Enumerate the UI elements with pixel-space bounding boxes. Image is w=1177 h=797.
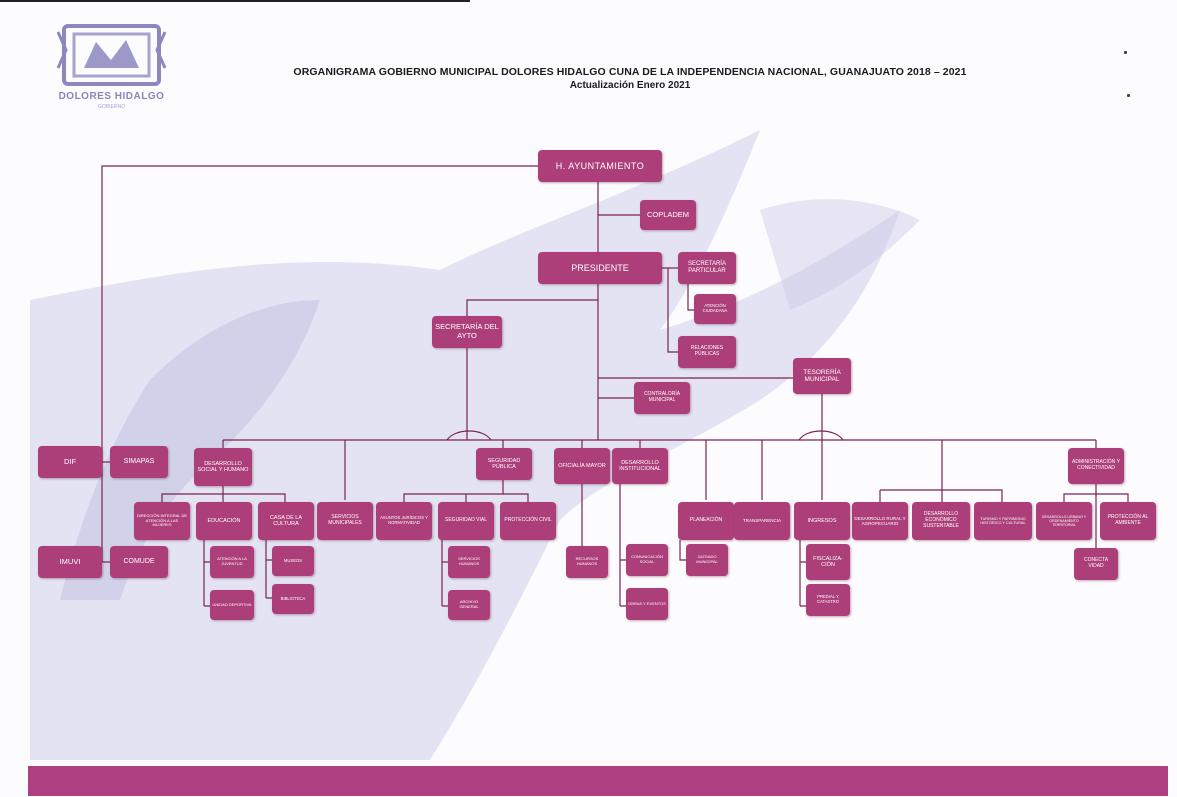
desarrollo-institucional-node: DESARROLLO INSTITUCIONAL (612, 448, 668, 484)
museos-node: MUSEOS (272, 546, 314, 576)
seguridad-vial-node: SEGURIDAD VIAL (438, 502, 494, 540)
conectividad-vial-node: CONECTA VIDAD (1074, 548, 1118, 580)
proteccion-civil-node: PROTECCIÓN CIVIL (500, 502, 556, 540)
obras-eventos-node: OBRAS Y EVENTOS (626, 588, 668, 620)
unidad-deportiva-node: UNIDAD DEPORTIVA (210, 590, 254, 620)
casa-cultura-node: CASA DE LA CULTURA (258, 502, 314, 540)
simapas-node: SIMAPAS (110, 446, 168, 478)
biblioteca-node: BIBLIOTECA (272, 584, 314, 614)
imuvi-node: IMUVI (38, 546, 102, 578)
chart-title: ORGANIGRAMA GOBIERNO MUNICIPAL DOLORES H… (293, 66, 967, 78)
desarrollo-urbano-node: DESARROLLO URBANO Y ORDENAMIENTO TERRITO… (1036, 502, 1092, 540)
seguridad-publica-node: SEGURIDAD PÚBLICA (476, 448, 532, 480)
tesoreria-node: TESORERÍA MUNICIPAL (793, 358, 851, 394)
ayuntamiento-node: H. AYUNTAMIENTO (538, 150, 662, 182)
atencion-juventud-node: ATENCIÓN A LA JUVENTUD (210, 546, 254, 578)
administracion-node: ADMINISTRACIÓN Y CONECTIVIDAD (1068, 448, 1124, 484)
dif-node: DIF (38, 446, 102, 478)
presidente-node: PRESIDENTE (538, 252, 662, 284)
atencion-ciudadana-node: ATENCIÓN CIUDADANA (694, 294, 736, 324)
recursos-humanos-node: RECURSOS HUMANOS (566, 546, 608, 578)
archivo-general-node: ARCHIVO GENERAL (448, 590, 490, 620)
educacion-node: EDUCACIÓN (196, 502, 252, 540)
municipal-seal-icon (56, 24, 167, 86)
desarrollo-social-node: DESARROLLO SOCIAL Y HUMANO (194, 448, 252, 486)
top-rule (0, 0, 470, 2)
scan-mark (1124, 51, 1127, 54)
planeacion-node: PLANEACIÓN (678, 502, 734, 540)
oficialia-mayor-node: OFICIALÍA MAYOR (554, 448, 610, 484)
desarrollo-rural-node: DESARROLLO RURAL Y AGROPECUARIO (852, 502, 908, 540)
ingresos-node: INGRESOS (794, 502, 850, 540)
servicios-humanos-node: SERVICIOS HUMANOS (448, 546, 490, 578)
proteccion-ambiente-node: PROTECCIÓN AL AMBIENTE (1100, 502, 1156, 540)
asuntos-juridicos-node: ASUNTOS JURÍDICOS Y NORMATIVIDAD (376, 502, 432, 540)
logo-subtext: GOBIERNO (98, 104, 125, 110)
fiscalizacion-node: FISCALIZA-CIÓN (806, 544, 850, 580)
desarrollo-economico-node: DESARROLLO ECONÓMICO SUSTENTABLE (912, 502, 970, 540)
secretaria-particular-node: SECRETARÍA PARTICULAR (678, 252, 736, 284)
juzgado-node: JUZGADO MUNICIPAL (686, 544, 728, 576)
direccion-mujer-node: DIRECCIÓN INTEGRAL DE ATENCIÓN A LAS MUJ… (134, 502, 190, 540)
comunicacion-social-node: COMUNICACIÓN SOCIAL (626, 544, 668, 576)
logo-text: DOLORES HIDALGO (58, 91, 165, 102)
secretaria-ayuntamiento-node: SECRETARÍA DEL AYTO (432, 316, 502, 348)
chart-subtitle: Actualización Enero 2021 (569, 80, 691, 91)
relaciones-publicas-node: RELACIONES PÚBLICAS (678, 336, 736, 368)
scan-mark (1127, 94, 1130, 97)
contraloria-node: CONTRALORÍA MUNICIPAL (634, 382, 690, 414)
footer-band (28, 766, 1168, 796)
transparencia-node: TRANSPARENCIA (734, 502, 790, 540)
predial-catastro-node: PREDIAL Y CATASTRO (806, 584, 850, 616)
turismo-node: TURISMO Y PATRIMONIO HISTÓRICO Y CULTURA… (974, 502, 1032, 540)
servicios-municipales-node: SERVICIOS MUNICIPALES (317, 502, 373, 540)
comude-node: COMUDE (110, 546, 168, 578)
copladem-node: COPLADEM (640, 200, 696, 230)
